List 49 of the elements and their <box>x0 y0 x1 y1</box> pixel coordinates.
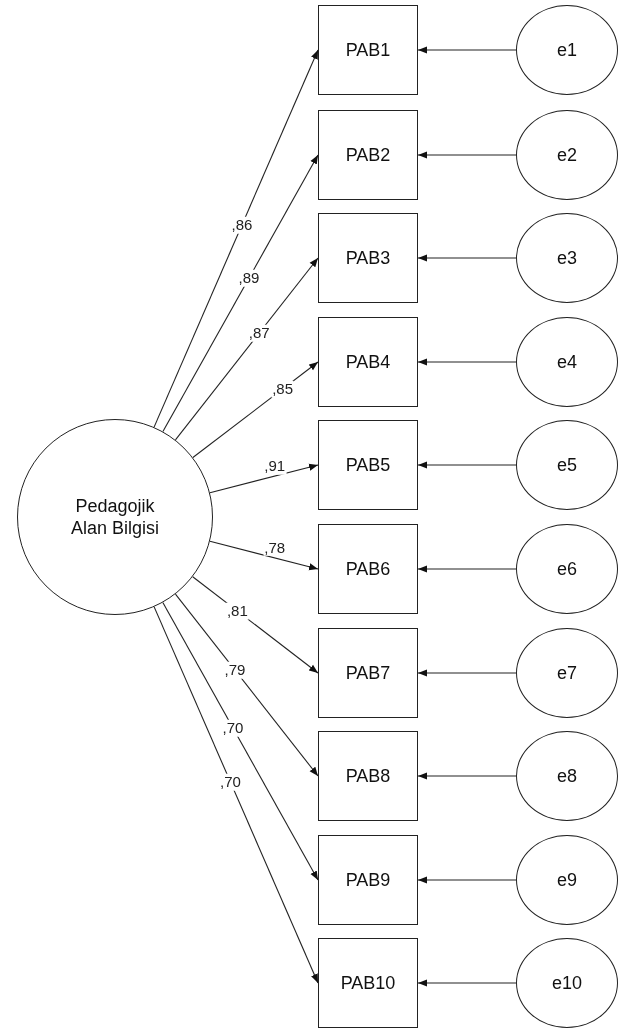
error-term-circle: e8 <box>516 731 618 821</box>
observed-variable-box: PAB6 <box>318 524 418 614</box>
observed-variable-box: PAB4 <box>318 317 418 407</box>
arrow <box>192 576 319 674</box>
arrow <box>153 49 319 428</box>
observed-variable-box: PAB3 <box>318 213 418 303</box>
edge-label: ,86 <box>230 216 254 234</box>
error-term-circle: e5 <box>516 420 618 510</box>
edge-label: ,87 <box>247 324 271 342</box>
observed-variable-box: PAB10 <box>318 938 418 1028</box>
arrow <box>174 257 319 441</box>
arrow <box>417 876 517 884</box>
observed-variable-box: PAB9 <box>318 835 418 925</box>
edge-label: ,70 <box>219 773 242 791</box>
error-term-circle: e3 <box>516 213 618 303</box>
arrow <box>417 979 517 987</box>
arrow <box>417 46 517 54</box>
arrow <box>417 772 517 780</box>
arrow <box>192 361 319 459</box>
error-term-circle: e6 <box>516 524 618 614</box>
error-term-circle: e2 <box>516 110 618 200</box>
observed-variable-box: PAB2 <box>318 110 418 200</box>
arrow <box>417 669 517 677</box>
edge-label: ,89 <box>237 269 261 287</box>
arrow <box>153 606 319 984</box>
arrow <box>417 358 517 366</box>
error-term-circle: e7 <box>516 628 618 718</box>
edge-label: ,70 <box>221 719 245 737</box>
arrow <box>417 565 517 573</box>
edge-label: ,79 <box>223 661 247 679</box>
arrow <box>209 540 319 571</box>
error-term-circle: e10 <box>516 938 618 1028</box>
latent-variable-circle: Pedagojik Alan Bilgisi <box>17 419 213 615</box>
error-term-circle: e9 <box>516 835 618 925</box>
observed-variable-box: PAB1 <box>318 5 418 95</box>
arrow <box>162 602 319 881</box>
observed-variable-box: PAB8 <box>318 731 418 821</box>
error-term-circle: e1 <box>516 5 618 95</box>
arrow <box>162 154 319 433</box>
arrow <box>209 463 319 494</box>
edge-label: ,81 <box>225 602 249 620</box>
arrow <box>417 461 517 469</box>
arrow <box>417 254 517 262</box>
edge-label: ,85 <box>271 380 295 398</box>
observed-variable-box: PAB5 <box>318 420 418 510</box>
error-term-circle: e4 <box>516 317 618 407</box>
arrow <box>174 593 319 777</box>
arrow <box>417 151 517 159</box>
observed-variable-box: PAB7 <box>318 628 418 718</box>
